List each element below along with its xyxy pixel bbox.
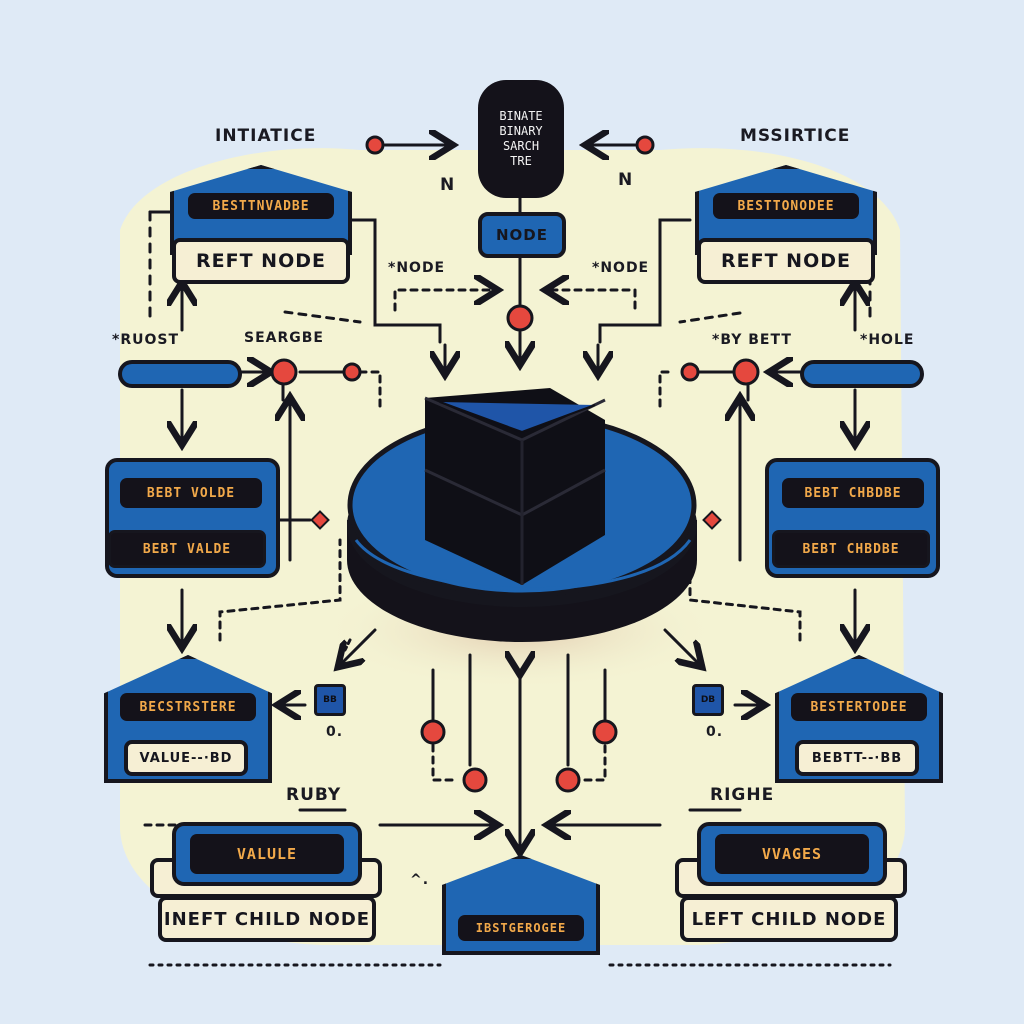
cube-right-caption: 0.	[706, 724, 724, 740]
central-root-pedestal	[347, 388, 697, 642]
right-hole-pill[interactable]	[800, 360, 924, 388]
top-left-node-label: REFT NODE	[172, 238, 350, 284]
mid-right-value-1: BEBT CHBDBE	[782, 478, 924, 508]
cube-right-icon: DB	[692, 684, 724, 716]
label-right-node: *NODE	[592, 260, 650, 276]
mid-left-value-1: BEBT VOLDE	[120, 478, 262, 508]
mid-left-value-2: BEBT VALDE	[108, 530, 266, 568]
label-n-right: N	[618, 170, 634, 190]
top-left-node-value: BESTTNVADBE	[188, 193, 334, 219]
bottom-left-node-label: INEFT CHILD NODE	[158, 896, 376, 942]
top-right-node-label: REFT NODE	[697, 238, 875, 284]
label-caret: ^.	[410, 872, 430, 888]
junction-dots	[270, 135, 760, 793]
label-get: *BY BETT	[712, 332, 792, 348]
title-line-4: TRE	[510, 154, 532, 168]
label-hole: *HOLE	[860, 332, 915, 348]
bottom-left-node-value: VALULE	[190, 834, 344, 874]
low-left-node-label: VALUE--·BD	[124, 740, 248, 776]
cube-left-icon: BB	[314, 684, 346, 716]
left-root-pill[interactable]	[118, 360, 242, 388]
low-left-node-value: BECSTRSTERE	[120, 693, 256, 721]
label-msstrict: MSSIRTICE	[740, 126, 851, 146]
bottom-center-node-value: IBSTGEROGEE	[458, 915, 584, 941]
top-right-node-value: BESTTONODEE	[713, 193, 859, 219]
root-node-chip[interactable]: NODE	[478, 212, 566, 258]
label-ruby: RUBY	[286, 785, 342, 805]
label-n-left: N	[440, 175, 456, 195]
title-line-1: BINATE	[499, 109, 543, 123]
label-righe: RIGHE	[710, 785, 775, 805]
diagram-title: BINATE BINARY SARCH TRE	[478, 80, 564, 198]
title-line-3: SARCH	[502, 139, 540, 153]
low-right-node-label: BEBTT--·BB	[795, 740, 919, 776]
low-right-node-value: BESTERTODEE	[791, 693, 927, 721]
bottom-right-node-value: VVAGES	[715, 834, 869, 874]
label-left-node: *NODE	[388, 260, 446, 276]
label-search: SEARGBE	[244, 330, 324, 346]
label-initiate: INTIATICE	[215, 126, 317, 146]
cube-left-caption: 0.	[326, 724, 344, 740]
mid-right-value-2: BEBT CHBDBE	[772, 530, 930, 568]
title-line-2: BINARY	[499, 124, 543, 138]
bottom-right-node-label: LEFT CHILD NODE	[680, 896, 898, 942]
label-root: *RUOST	[112, 332, 180, 348]
